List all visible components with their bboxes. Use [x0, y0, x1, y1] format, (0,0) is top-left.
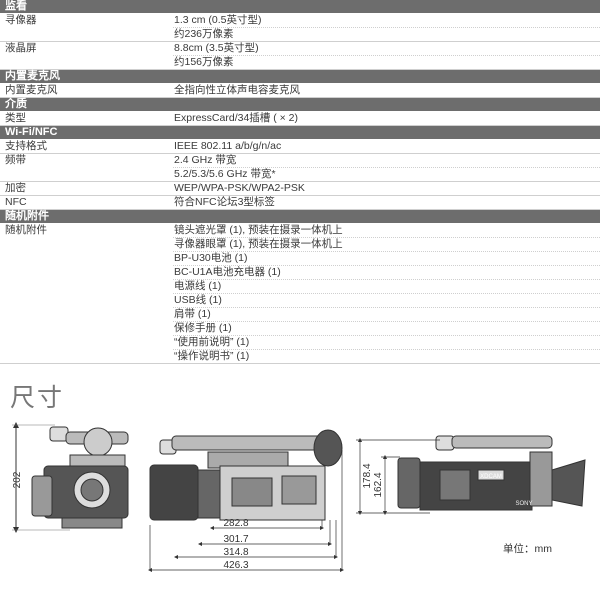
spec-value: “使用前说明” (1) [173, 336, 600, 350]
length-label-1: 282.8 [223, 518, 248, 529]
section-header: 监看 [0, 0, 600, 14]
length-label-2: 301.7 [223, 534, 248, 545]
spec-value: 8.8cm (3.5英寸型) [173, 42, 600, 56]
section-header: 随机附件 [0, 210, 600, 224]
section-header: 介质 [0, 98, 600, 112]
height-label-2: 162.4 [373, 472, 384, 497]
spec-row: 寻像器 1.3 cm (0.5英寸型)约236万像素 [0, 14, 600, 42]
spec-row: 类型 ExpressCard/34插槽 ( × 2) [0, 112, 600, 126]
spec-row: 支持格式 IEEE 802.11 a/b/g/n/ac [0, 140, 600, 154]
front-height-label: 202 [12, 471, 23, 488]
unit-label: 单位：mm [503, 543, 552, 555]
spec-value: IEEE 802.11 a/b/g/n/ac [174, 140, 282, 152]
spec-value: USB线 (1) [173, 294, 600, 308]
spec-value: BC-U1A电池充电器 (1) [173, 266, 600, 280]
spec-row: 液晶屏 8.8cm (3.5英寸型)约156万像素 [0, 42, 600, 70]
spec-label: 频带 [5, 154, 26, 166]
spec-value: 保修手册 (1) [173, 322, 600, 336]
spec-values: 符合NFC论坛3型标签 [173, 196, 600, 209]
spec-values: ExpressCard/34插槽 ( × 2) [173, 112, 600, 125]
section-header: Wi-Fi/NFC [0, 126, 600, 140]
spec-label: 随机附件 [5, 224, 47, 236]
spec-label: 加密 [5, 182, 26, 194]
spec-row: NFC 符合NFC论坛3型标签 [0, 196, 600, 210]
spec-value: WEP/WPA-PSK/WPA2-PSK [174, 182, 305, 194]
spec-values: 8.8cm (3.5英寸型)约156万像素 [173, 42, 600, 69]
spec-row: 内置麦克风 全指向性立体声电容麦克风 [0, 84, 600, 98]
section-header: 内置麦克风 [0, 70, 600, 84]
spec-value: 5.2/5.3/5.6 GHz 带宽* [174, 168, 276, 180]
spec-row: 加密 WEP/WPA-PSK/WPA2-PSK [0, 182, 600, 196]
top-view-drawing [397, 435, 586, 511]
spec-value: 镜头遮光罩 (1), 预装在摄录一体机上 [173, 224, 600, 238]
spec-label: 类型 [5, 112, 26, 124]
spec-value: 1.3 cm (0.5英寸型) [173, 14, 600, 28]
spec-label: 液晶屏 [5, 42, 37, 54]
spec-values: IEEE 802.11 a/b/g/n/ac [173, 140, 600, 153]
spec-table: 监看寻像器 1.3 cm (0.5英寸型)约236万像素液晶屏 8.8cm (3.5… [0, 0, 600, 364]
spec-values: 全指向性立体声电容麦克风 [173, 84, 600, 97]
spec-values: 镜头遮光罩 (1), 预装在摄录一体机上寻像器眼罩 (1), 预装在摄录一体机上… [173, 224, 600, 363]
spec-row: 随机附件 镜头遮光罩 (1), 预装在摄录一体机上寻像器眼罩 (1), 预装在摄录… [0, 224, 600, 364]
spec-value: 约156万像素 [174, 56, 234, 68]
spec-label: 寻像器 [5, 14, 37, 26]
spec-label: 内置麦克风 [5, 84, 58, 96]
spec-value: 全指向性立体声电容麦克风 [174, 84, 300, 96]
model-marking: XDCAM [480, 474, 502, 480]
spec-value: 肩带 (1) [173, 308, 600, 322]
spec-value: 符合NFC论坛3型标签 [174, 196, 275, 208]
spec-value: 2.4 GHz 带宽 [173, 154, 600, 168]
length-label-4: 426.3 [223, 560, 248, 571]
spec-value: BP-U30电池 (1) [173, 252, 600, 266]
spec-label: NFC [5, 196, 27, 208]
spec-values: WEP/WPA-PSK/WPA2-PSK [173, 182, 600, 195]
spec-value: “操作说明书” (1) [174, 350, 250, 362]
brand-marking: SONY [515, 501, 532, 507]
spec-value: 寻像器眼罩 (1), 预装在摄录一体机上 [173, 238, 600, 252]
spec-label: 支持格式 [5, 140, 47, 152]
spec-value: 约236万像素 [174, 28, 234, 40]
side-view-drawing [149, 429, 343, 521]
length-label-3: 314.8 [223, 547, 248, 558]
dimensions-title: 尺寸 [10, 383, 65, 412]
front-view-drawing [12, 422, 129, 533]
spec-value: ExpressCard/34插槽 ( × 2) [174, 112, 299, 124]
height-label-1: 178.4 [362, 463, 373, 488]
spec-value: 电源线 (1) [173, 280, 600, 294]
spec-values: 1.3 cm (0.5英寸型)约236万像素 [173, 14, 600, 41]
